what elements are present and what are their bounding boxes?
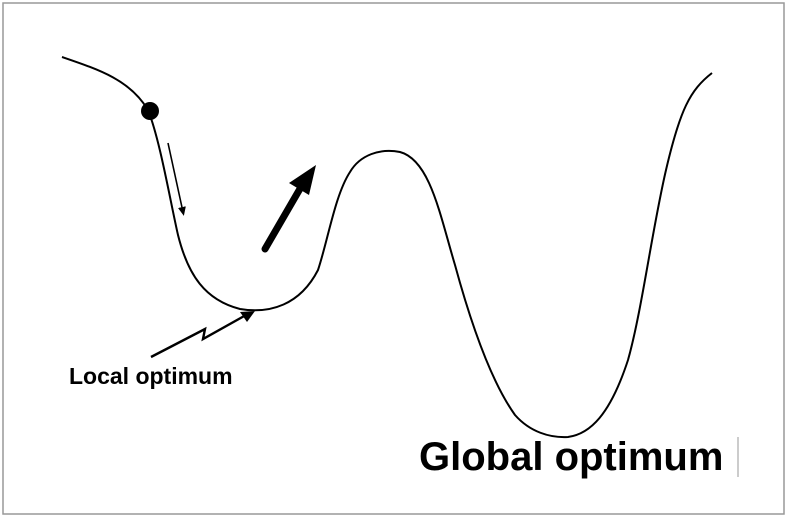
- ball-marker: [141, 102, 159, 120]
- global-optimum-label: Global optimum: [419, 435, 723, 479]
- escape-arrow: [261, 165, 316, 253]
- landscape-curve: [61, 56, 713, 439]
- local-optimum-pointer: [150, 311, 255, 359]
- descent-arrow: [167, 142, 186, 216]
- local-optimum-label: Local optimum: [69, 363, 233, 389]
